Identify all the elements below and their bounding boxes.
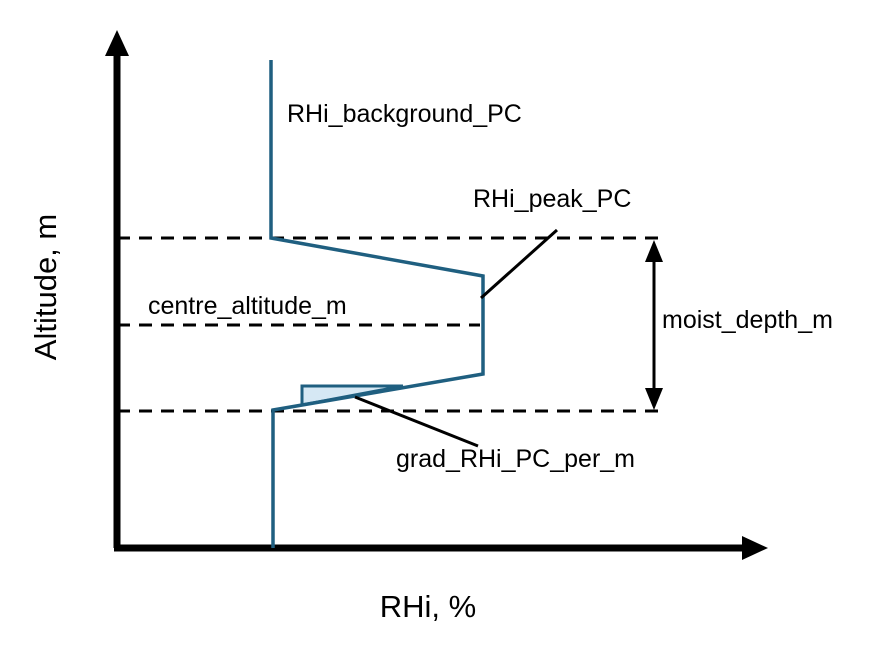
y-axis-title: Altitude, m: [28, 214, 63, 360]
y-axis-arrowhead: [105, 30, 129, 56]
peak-label: RHi_peak_PC: [473, 185, 631, 213]
moist-depth-arrowhead-bottom: [645, 388, 663, 410]
background-label: RHi_background_PC: [287, 100, 522, 128]
gradient-leader-line: [354, 395, 479, 448]
rhi-profile-line: [269, 60, 485, 548]
peak-leader-line: [479, 228, 559, 300]
gradient-label: grad_RHi_PC_per_m: [396, 445, 635, 473]
axes: [105, 30, 768, 560]
x-axis-title: RHi, %: [380, 589, 476, 624]
x-axis-arrowhead: [742, 536, 768, 560]
moist-depth-label: moist_depth_m: [662, 306, 833, 334]
moist-depth-arrow: [645, 240, 663, 410]
centre-altitude-label: centre_altitude_m: [148, 292, 347, 320]
moist-depth-arrowhead-top: [645, 240, 663, 262]
